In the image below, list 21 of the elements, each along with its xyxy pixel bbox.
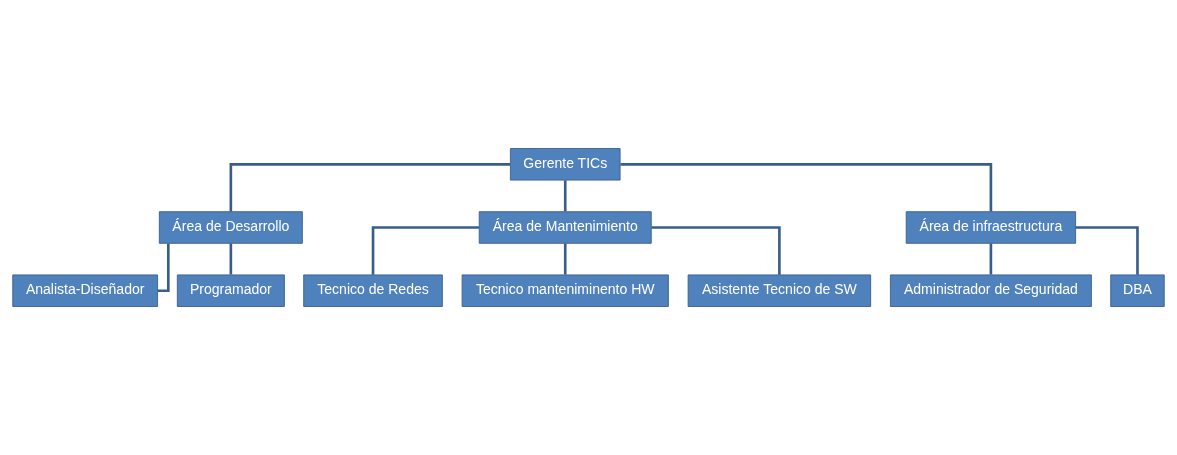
node-box: Analista-Diseñador <box>12 274 158 307</box>
connector <box>229 163 511 212</box>
node-box: Asistente Tecnico de SW <box>687 274 872 307</box>
node-box: Área de Mantenimiento <box>478 211 652 244</box>
connector <box>371 226 479 275</box>
connector <box>651 226 781 275</box>
connector <box>563 243 567 275</box>
node-box: DBA <box>1110 274 1165 307</box>
node-box: Área de Desarrollo <box>158 211 303 244</box>
connector <box>229 243 233 275</box>
connector <box>563 180 567 212</box>
connector <box>157 243 170 292</box>
connector <box>1075 226 1139 275</box>
node-box: Área de infraestructura <box>905 211 1077 244</box>
node-box: Administrador de Seguridad <box>889 274 1092 307</box>
node-box: Programador <box>176 274 285 307</box>
connector <box>620 163 993 212</box>
node-box: Gerente TICs <box>509 148 621 181</box>
node-box: Tecnico de Redes <box>303 274 443 307</box>
connector <box>989 243 993 275</box>
node-box: Tecnico manteniminento HW <box>461 274 669 307</box>
